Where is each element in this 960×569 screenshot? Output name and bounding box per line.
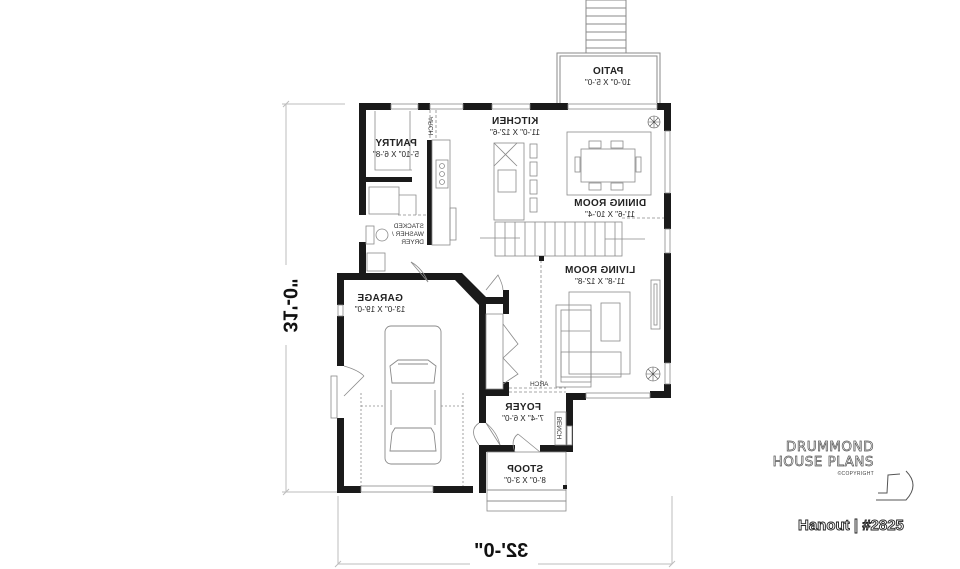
bench-label: BENCH [556,417,564,440]
room-dimensions: 8'-0" X 3'-0" [504,476,546,485]
bench-text: BENCH [556,416,564,440]
dining-table-icon [566,131,652,196]
room-label-stoop: STOOP 8'-0" X 3'-0" [495,464,555,485]
room-name: STOOP [506,464,544,475]
overall-width-dimension: 32'-0" [474,540,529,562]
brand-logo: DRUMMOND HOUSE PLANS ©COPYRIGHT [772,439,874,477]
overall-depth-dimension: 31'-0" [278,278,301,333]
room-dimensions: 11'-6" X 10'-4" [585,210,635,219]
room-label-garage: GARAGE 13'-0" X 19'-0" [345,293,415,314]
laundry-label: STACKED WASHER / DRYER [392,223,424,247]
laundry-line-1: STACKED [393,223,424,230]
brand-copyright: ©COPYRIGHT [837,471,874,477]
room-label-dining: DINING ROOM 11'-6" X 10'-4" [565,198,655,219]
plant-icon [647,115,661,129]
brand-line-1: DRUMMOND [785,439,874,455]
room-label-kitchen: KITCHEN 11'-0" X 12'-6" [470,116,560,137]
markers [539,256,567,489]
plant-icon [645,366,661,382]
laundry-line-3: DRYER [401,239,424,246]
walls [337,103,671,493]
room-name: GARAGE [357,293,403,304]
dimension-lines [282,100,676,568]
logo-mark-icon [876,470,914,501]
room-dimensions: 10'-0" X 5'-0" [584,78,632,87]
windows [330,103,671,493]
room-name: PATIO [592,66,624,77]
arch-label-living: ARCH [530,381,548,389]
room-dimensions: 11'-8" X 12'-8" [575,277,625,286]
room-label-pantry: PANTRY 5'-10" X 6'-8" [365,138,427,159]
room-name: KITCHEN [491,116,539,127]
arch-label-kitchen: ARCH [428,117,436,135]
room-name: LIVING ROOM [564,265,636,276]
arch-text: ARCH [428,116,436,136]
room-label-foyer: FOYER 7'-4" X 6'-0" [493,402,553,423]
arch-text: ARCH [530,381,549,388]
room-label-living: LIVING ROOM 11'-8" X 12'-8" [555,265,645,286]
room-dimensions: 7'-4" X 6'-0" [502,414,544,423]
brand-line-2: HOUSE PLANS [772,454,874,470]
patio-stairs [556,0,661,103]
room-dimensions: 11'-0" X 12'-6" [490,128,540,137]
room-label-patio: PATIO 10'-0" X 5'-0" [568,66,648,87]
plan-title: Hanout | #2825 [798,517,905,535]
room-dimensions: 5'-10" X 6'-8" [372,150,420,159]
room-name: PANTRY [375,138,417,149]
laundry-line-2: WASHER / [392,231,424,238]
room-dimensions: 13'-0" X 19'-0" [354,305,406,314]
car-icon [384,325,442,465]
room-name: FOYER [505,402,541,413]
fixtures [343,110,664,512]
room-name: DINING ROOM [573,198,647,209]
